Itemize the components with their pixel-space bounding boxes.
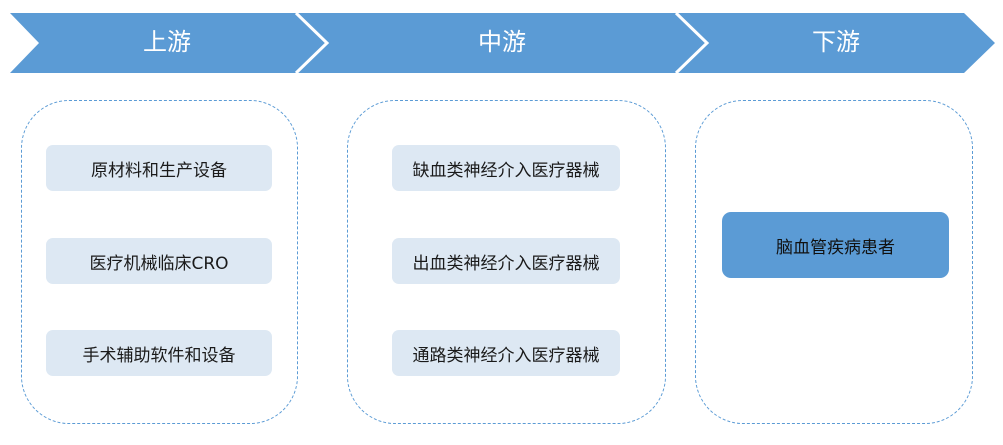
downstream-panel: 脑血管疾病患者	[695, 100, 973, 424]
midstream-panel: 缺血类神经介入医疗器械 出血类神经介入医疗器械 通路类神经介入医疗器械	[347, 100, 666, 424]
chevron-separator-2	[674, 11, 710, 75]
stage-title-downstream: 下游	[812, 28, 860, 56]
upstream-item-clinical-cro: 医疗机械临床CRO	[46, 238, 272, 284]
midstream-item-hemorrhagic-devices: 出血类神经介入医疗器械	[392, 238, 620, 284]
upstream-panel: 原材料和生产设备 医疗机械临床CRO 手术辅助软件和设备	[21, 100, 298, 424]
upstream-item-raw-materials: 原材料和生产设备	[46, 145, 272, 191]
stage-title-midstream: 中游	[478, 28, 526, 56]
chevron-midstream	[296, 13, 707, 73]
midstream-item-ischemic-devices: 缺血类神经介入医疗器械	[392, 145, 620, 191]
upstream-item-surgical-software: 手术辅助软件和设备	[46, 330, 272, 376]
downstream-item-patients: 脑血管疾病患者	[722, 212, 949, 278]
stage-title-upstream: 上游	[143, 28, 191, 56]
chevron-downstream	[676, 13, 995, 73]
midstream-item-access-devices: 通路类神经介入医疗器械	[392, 330, 620, 376]
stage-chevron-bar	[10, 11, 995, 75]
chevron-upstream	[10, 13, 327, 73]
chevron-separator-1	[294, 11, 330, 75]
